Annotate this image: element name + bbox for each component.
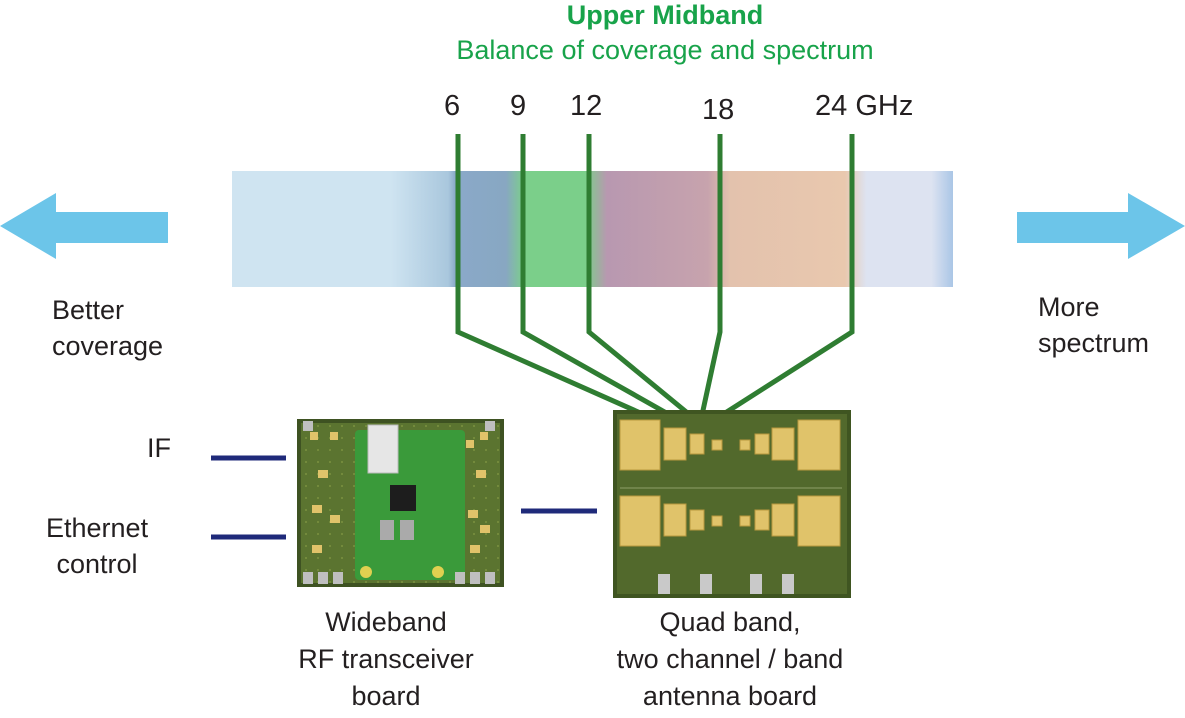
freq-marker-12: 12 <box>570 90 603 122</box>
freq-marker-18: 18 <box>702 94 735 126</box>
left-arrow-icon <box>0 193 168 259</box>
antenna-board-image <box>613 410 851 598</box>
better-coverage-label: Better coverage <box>52 295 164 361</box>
frequency-connectors <box>455 134 855 418</box>
ethernet-control-label: Ethernet control <box>46 513 149 579</box>
freq-marker-24ghz: 24 GHz <box>815 90 914 122</box>
diagram-title: Upper Midband <box>566 0 764 30</box>
connector-24 <box>720 134 855 418</box>
connector-12 <box>586 134 692 417</box>
right-arrow-icon <box>1017 193 1185 259</box>
more-spectrum-label: More spectrum <box>1038 292 1150 358</box>
connector-6 <box>455 134 647 418</box>
spectrum-bar <box>232 171 953 287</box>
freq-marker-9: 9 <box>510 90 527 122</box>
diagram-subtitle: Balance of coverage and spectrum <box>456 35 874 65</box>
port-lines <box>211 455 597 540</box>
transceiver-board-image <box>297 419 504 587</box>
freq-marker-6: 6 <box>444 90 461 122</box>
if-port-label: IF <box>147 433 171 463</box>
connector-18 <box>699 134 723 416</box>
connector-9 <box>520 134 672 418</box>
antenna-caption: Quad band, two channel / band antenna bo… <box>616 607 844 711</box>
transceiver-caption: Wideband RF transceiver board <box>298 607 474 711</box>
